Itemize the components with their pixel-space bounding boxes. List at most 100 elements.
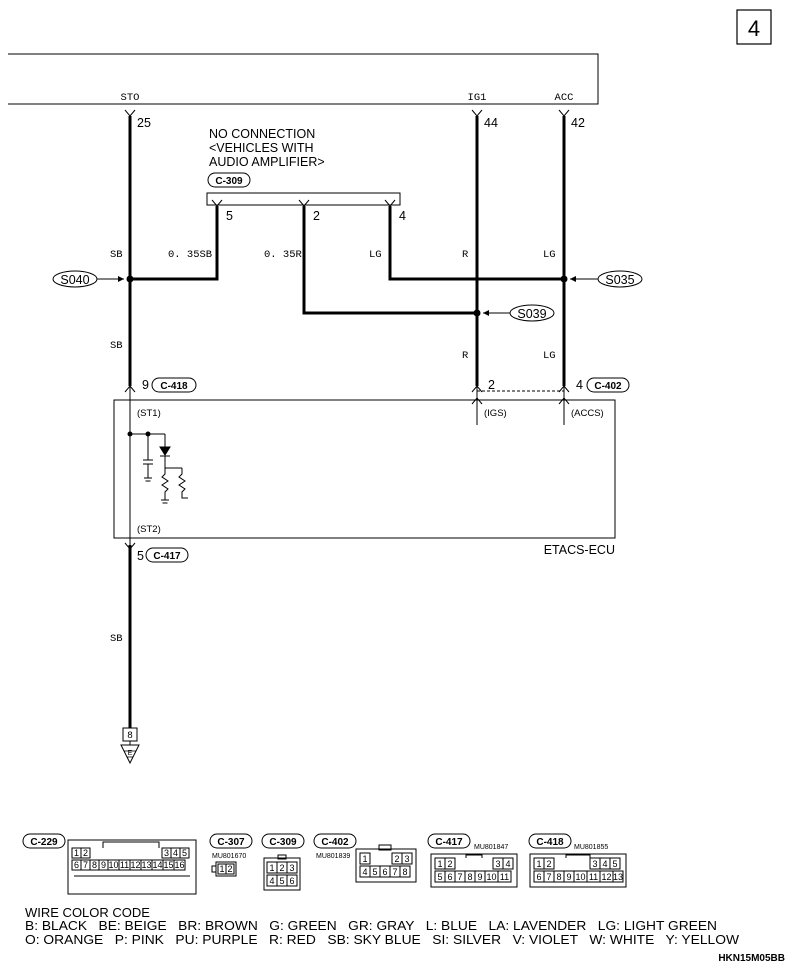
pin-acc: 42 (571, 116, 585, 130)
svg-text:5: 5 (279, 876, 284, 886)
terminal-sto-label: STO (121, 92, 140, 104)
svg-text:10: 10 (108, 860, 118, 870)
svg-text:1: 1 (536, 859, 541, 869)
svg-text:7: 7 (457, 872, 462, 882)
svg-text:C-418: C-418 (160, 381, 188, 392)
svg-text:12: 12 (601, 872, 611, 882)
svg-text:12: 12 (130, 860, 140, 870)
svg-text:9: 9 (101, 860, 106, 870)
svg-text:13: 13 (141, 860, 151, 870)
svg-text:S039: S039 (517, 307, 546, 321)
svg-text:13: 13 (613, 872, 623, 882)
no-connection-line-1: NO CONNECTION (209, 127, 315, 141)
svg-text:6: 6 (447, 872, 452, 882)
splice-s035: S035 (570, 270, 643, 288)
wire-r-top: R (462, 249, 469, 261)
svg-text:11: 11 (589, 872, 598, 882)
svg-text:S040: S040 (60, 273, 89, 287)
svg-text:4: 4 (173, 848, 178, 858)
svg-text:3: 3 (404, 854, 409, 864)
connector-view-c402: C-402 MU801839 1 2 3 4 5 6 7 8 (313, 833, 417, 883)
svg-text:9: 9 (477, 872, 482, 882)
c417-pin: 5 (137, 549, 144, 563)
c309-pin-4: 4 (399, 209, 406, 223)
svg-text:C-402: C-402 (321, 837, 349, 848)
connector-view-c229: C-229 1 2 3 4 5 6 7 8 9 10 11 12 13 14 1… (22, 833, 197, 895)
splice-s039: S039 (483, 304, 555, 322)
svg-text:16: 16 (174, 860, 184, 870)
wire-lg-mid: LG (543, 350, 556, 362)
connector-c309-bar (206, 192, 401, 206)
svg-text:11: 11 (120, 860, 129, 870)
top-pin-arrows (124, 109, 570, 117)
wire-lg-c309: LG (369, 249, 382, 261)
svg-text:2: 2 (227, 864, 232, 874)
page-number: 4 (748, 16, 760, 41)
svg-text:5: 5 (612, 859, 617, 869)
svg-text:C-309: C-309 (269, 837, 297, 848)
svg-text:9: 9 (566, 872, 571, 882)
wire-color-code-line-2: O: ORANGE P: PINK PU: PURPLE R: RED SB: … (25, 932, 740, 947)
connector-view-c417: C-417 MU801847 1 2 3 4 5 6 7 8 9 10 11 (427, 833, 518, 888)
ecu-name: ETACS-ECU (544, 543, 615, 557)
svg-text:C-309: C-309 (215, 176, 243, 187)
wire-lg-top: LG (543, 249, 556, 261)
svg-text:8: 8 (467, 872, 472, 882)
terminal-acc-label: ACC (555, 92, 574, 104)
ground-label: E (128, 750, 133, 757)
svg-text:6: 6 (536, 872, 541, 882)
wire-r-mid: R (462, 350, 469, 362)
wire-color-code-line-1: B: BLACK BE: BEIGE BR: BROWN G: GREEN GR… (25, 918, 717, 933)
ecu-st1: (ST1) (137, 408, 161, 419)
svg-text:C-417: C-417 (153, 551, 181, 562)
terminal-ig1-label: IG1 (468, 92, 487, 104)
svg-text:MU801847: MU801847 (474, 844, 508, 851)
ecu-igs: (IGS) (484, 408, 507, 419)
svg-text:C-229: C-229 (30, 837, 58, 848)
svg-text:8: 8 (402, 867, 407, 877)
svg-text:7: 7 (83, 860, 88, 870)
connector-c418-tag: C-418 (151, 377, 197, 393)
svg-text:5: 5 (182, 848, 187, 858)
svg-text:11: 11 (500, 872, 509, 882)
svg-text:3: 3 (289, 863, 294, 873)
connector-view-c418: C-418 MU801855 1 2 3 4 5 6 7 8 9 10 11 1… (528, 833, 627, 888)
ground-pin: 8 (127, 730, 132, 741)
etacs-ecu-box (113, 399, 616, 539)
wire-sb-mid: SB (110, 340, 123, 352)
svg-text:MU801670: MU801670 (212, 853, 246, 860)
svg-text:8: 8 (556, 872, 561, 882)
svg-text:1: 1 (269, 863, 274, 873)
page-number-box: 4 (736, 9, 772, 45)
no-connection-line-3: AUDIO AMPLIFIER> (209, 155, 325, 169)
svg-text:4: 4 (602, 859, 607, 869)
svg-text:14: 14 (152, 860, 162, 870)
svg-text:1: 1 (362, 854, 367, 864)
svg-text:4: 4 (362, 867, 367, 877)
svg-text:10: 10 (486, 872, 496, 882)
connector-c402-tag: C-402 (586, 377, 630, 393)
connector-c417-tag: C-417 (145, 547, 189, 563)
ecu-accs: (ACCS) (571, 408, 604, 419)
svg-text:3: 3 (495, 859, 500, 869)
ecu-st2: (ST2) (137, 524, 161, 535)
wire-color-code-title: WIRE COLOR CODE (25, 905, 150, 920)
c402-pin-4: 4 (576, 378, 583, 392)
svg-text:1: 1 (437, 859, 442, 869)
svg-text:7: 7 (546, 872, 551, 882)
svg-text:C-402: C-402 (594, 381, 622, 392)
svg-text:6: 6 (289, 876, 294, 886)
no-connection-line-2: <VEHICLES WITH (209, 141, 314, 155)
c309-pin-2: 2 (313, 209, 320, 223)
svg-text:4: 4 (269, 876, 274, 886)
figure-code: HKN15M05BB (718, 953, 785, 964)
svg-text:7: 7 (392, 867, 397, 877)
c402-pin-2: 2 (488, 378, 495, 392)
pin-ig1: 44 (484, 116, 498, 130)
svg-text:C-417: C-417 (435, 837, 463, 848)
ecu-internal-circuit (127, 400, 188, 538)
svg-text:2: 2 (83, 848, 88, 858)
svg-text:5: 5 (372, 867, 377, 877)
svg-text:15: 15 (163, 860, 173, 870)
